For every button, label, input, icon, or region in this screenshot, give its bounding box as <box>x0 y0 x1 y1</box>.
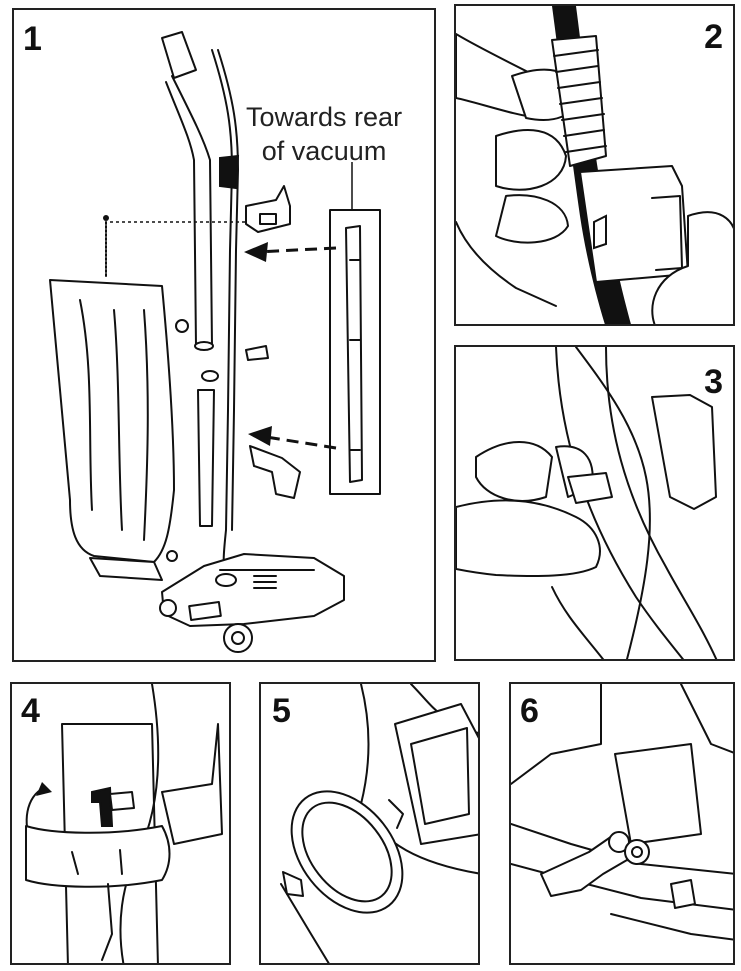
handle-rotate-icon <box>25 684 223 963</box>
step-number-6: 6 <box>520 692 539 730</box>
callout-line-1: Towards rear <box>246 102 403 132</box>
step-number-4: 4 <box>21 692 40 730</box>
callout-label: Towards rear of vacuum <box>246 100 402 168</box>
bag-opening-icon <box>280 684 478 963</box>
step-number-2: 2 <box>704 18 723 56</box>
step-number-3: 3 <box>704 363 723 401</box>
panel-5: 5 <box>259 682 480 965</box>
panel-4: 4 <box>10 682 231 965</box>
cord-hook-clip-icon <box>456 6 733 324</box>
panel-2: 2 <box>454 4 735 326</box>
step-number-1: 1 <box>23 20 42 58</box>
step-number-5: 5 <box>272 692 291 730</box>
panel-6: 6 <box>509 682 735 965</box>
cord-latch-icon <box>456 347 718 659</box>
vacuum-assembly-icon <box>49 31 381 653</box>
panel-1: 1 Towards rear of vacuum <box>12 8 436 662</box>
panel-3: 3 <box>454 345 735 661</box>
nozzle-latch-icon <box>511 684 733 941</box>
callout-line-2: of vacuum <box>261 136 387 166</box>
